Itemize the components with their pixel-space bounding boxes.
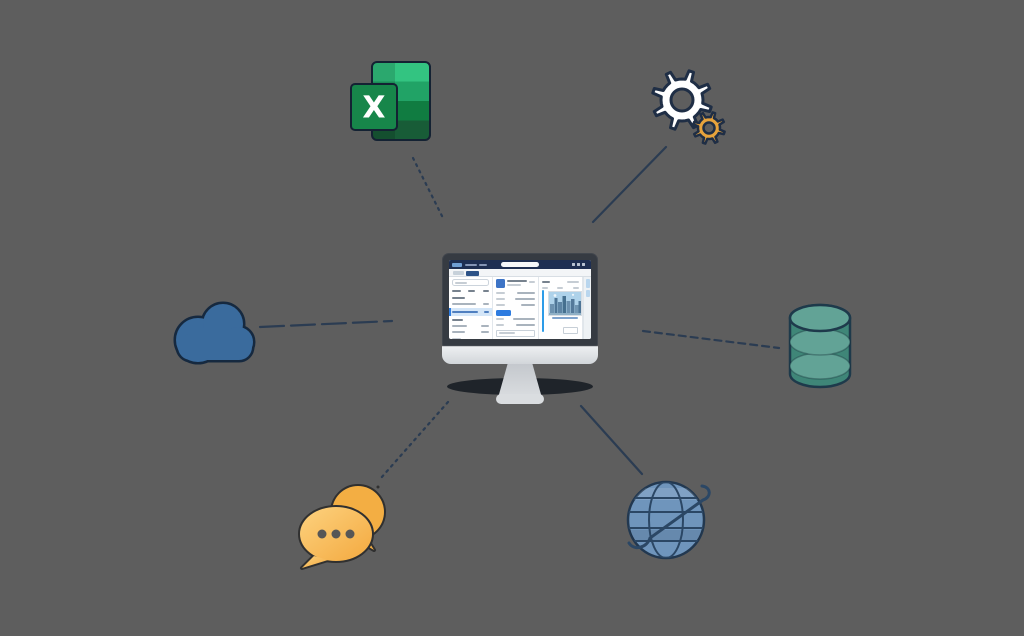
app-navbar [449, 260, 591, 269]
scrollbar[interactable] [541, 290, 545, 332]
small-gear [692, 111, 726, 145]
excel-x-letter: X [362, 91, 385, 126]
text-skeleton [479, 263, 487, 266]
chat-dots [317, 529, 355, 539]
app-detail-panel [493, 277, 539, 339]
app-toolbar-icon[interactable] [577, 263, 580, 266]
line-excel-monitor [411, 156, 445, 220]
avatar [495, 279, 505, 288]
excel-square [350, 83, 398, 131]
app-toolbar-icon[interactable] [586, 263, 589, 266]
monitor-chin [442, 346, 598, 364]
detail-input[interactable] [495, 329, 535, 337]
line-monitor-chat [379, 400, 450, 480]
globe-orbit [627, 484, 711, 550]
field-row [495, 302, 535, 308]
chat-icon [298, 484, 386, 570]
list-row[interactable] [452, 329, 489, 335]
line-monitor-database [641, 329, 781, 350]
list-row[interactable] [452, 323, 489, 329]
monitor-stand-foot [496, 394, 544, 404]
preview-header [541, 279, 580, 285]
list-group-label [452, 297, 465, 299]
app-list-panel [449, 277, 493, 339]
monitor-icon [440, 250, 600, 410]
app-preview-panel [539, 277, 584, 339]
cloud-icon [168, 296, 264, 370]
app-logo [452, 262, 462, 267]
detail-header-actions[interactable] [528, 281, 535, 283]
side-tab-strip [583, 277, 591, 339]
city-photo [547, 291, 582, 316]
detail-header [495, 279, 535, 288]
list-row[interactable] [452, 301, 489, 307]
secondary-button[interactable] [562, 327, 578, 334]
text-skeleton [465, 263, 477, 266]
excel-icon: X [350, 61, 431, 141]
globe-icon [626, 480, 711, 560]
monitor-screen [449, 260, 591, 339]
gears-icon [651, 69, 726, 145]
text-skeleton [452, 338, 461, 339]
monitor-stand [498, 362, 542, 398]
app-body [449, 277, 591, 339]
field-row [495, 316, 535, 322]
app-tab[interactable] [453, 271, 464, 275]
side-tab[interactable] [585, 290, 590, 297]
list-search-input[interactable] [452, 279, 489, 286]
field-row [495, 296, 535, 302]
field-row [495, 322, 535, 328]
app-tab-active[interactable] [466, 270, 479, 276]
list-group-label [452, 319, 463, 321]
app-toolbar-icon[interactable] [582, 263, 585, 266]
photo-caption [551, 317, 578, 319]
field-row [495, 290, 535, 296]
line-gears-monitor [591, 145, 668, 224]
preview-toolbar [541, 285, 580, 291]
side-tab[interactable] [585, 279, 590, 288]
line-cloud-monitor [258, 319, 394, 329]
list-row-selected[interactable] [449, 308, 492, 316]
app-search-input[interactable] [501, 262, 539, 267]
database-icon [788, 303, 852, 389]
line-monitor-globe [579, 404, 644, 476]
large-gear [651, 69, 713, 131]
primary-button[interactable] [495, 310, 511, 316]
list-header [452, 288, 489, 294]
app-tabbar [449, 269, 591, 277]
monitor-bezel [442, 253, 598, 346]
app-toolbar-icon[interactable] [572, 263, 575, 266]
